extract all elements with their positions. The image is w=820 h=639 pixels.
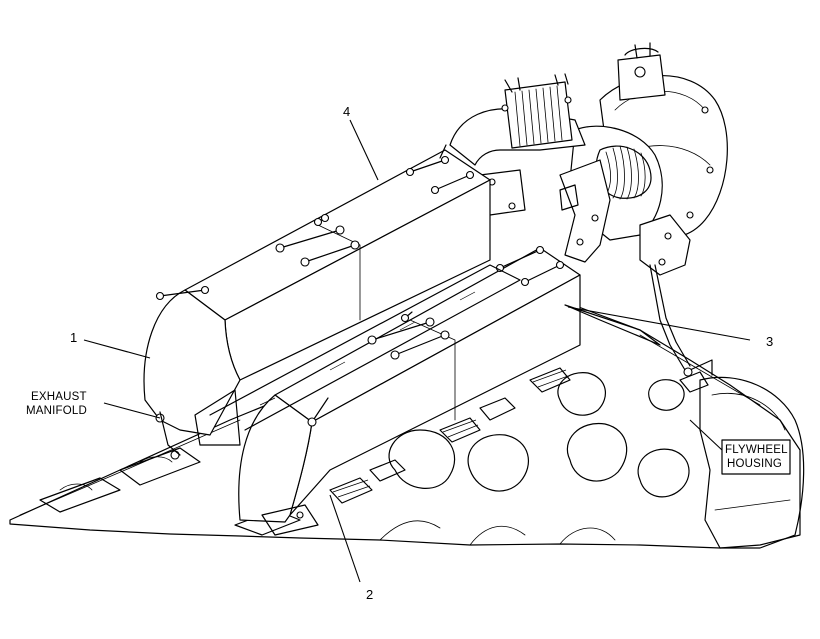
exhaust-manifold-caption-line1: EXHAUST [31,391,87,403]
shield-2-fasteners [307,245,565,427]
turbocharger [559,42,728,377]
callout-2: 2 [366,587,373,602]
exhaust-crossover [449,73,586,216]
callout-1: 1 [70,330,77,345]
flywheel-housing [679,359,805,549]
exhaust-manifold-caption-line2: MANIFOLD [26,405,87,417]
flywheel-housing-caption-line1: FLYWHEEL [725,444,788,456]
leader-lines [83,119,751,583]
shield-4-fasteners [155,144,475,301]
callout-4: 4 [343,104,350,119]
heat-shield-4 [143,144,491,460]
heat-shield-2-3 [238,245,581,536]
flywheel-housing-caption-line2: HOUSING [727,458,782,470]
engine-block [9,299,801,549]
callout-3: 3 [766,334,773,349]
exhaust-manifold-underside [209,264,661,431]
